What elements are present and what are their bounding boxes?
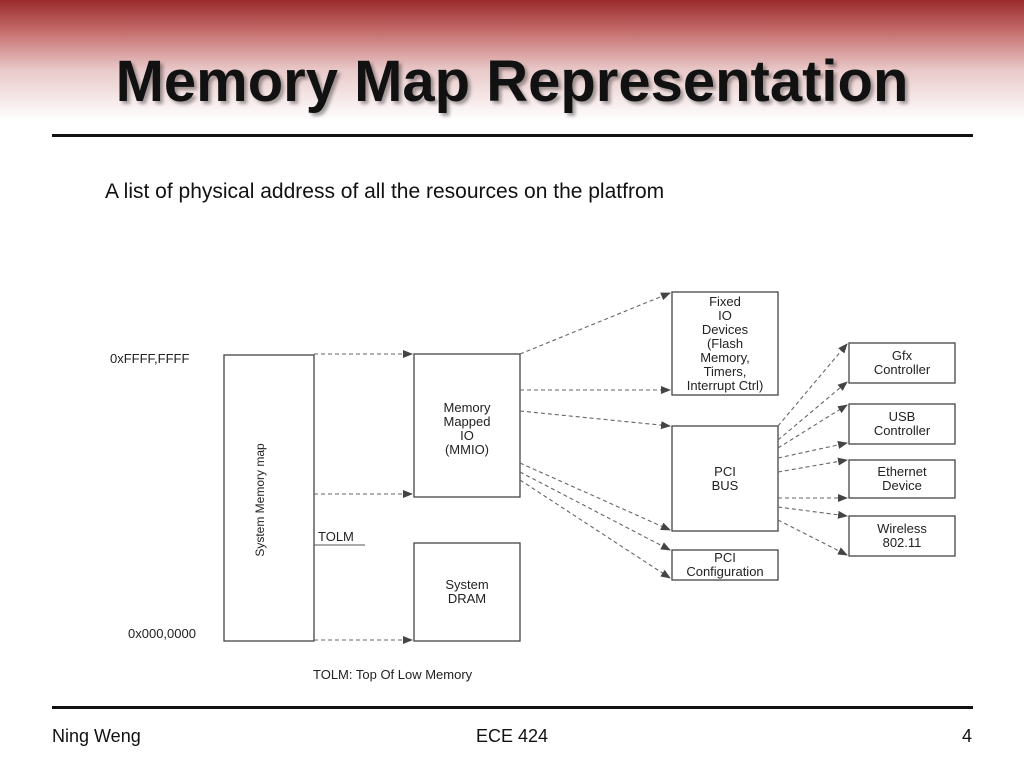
fixed-io-label-7: Interrupt Ctrl): [687, 378, 764, 393]
ethernet-label-1: Ethernet: [877, 464, 927, 479]
header-gradient: [0, 0, 1024, 135]
fixed-io-box: [671, 291, 779, 396]
title-divider: [52, 134, 973, 137]
ethernet-label-2: Device: [882, 478, 922, 493]
arrows-from-mmio: [519, 292, 671, 579]
fixed-io-label-6: Timers,: [704, 364, 747, 379]
fixed-io-label-4: (Flash: [707, 336, 743, 351]
mmio-label-1: Memory: [444, 400, 491, 415]
address-top-label: 0xFFFF,FFFF: [110, 351, 189, 366]
wireless-label-2: 802.11: [883, 535, 922, 550]
fixed-io-label-5: Memory,: [700, 350, 750, 365]
footer-divider: [52, 706, 973, 709]
tolm-note: TOLM: Top Of Low Memory: [313, 667, 473, 682]
usb-label-1: USB: [889, 409, 916, 424]
pci-config-box: [671, 549, 779, 581]
wireless-box: [848, 515, 956, 557]
footer-author: Ning Weng: [52, 726, 141, 746]
mmio-box: [413, 353, 521, 498]
dram-box: [413, 542, 521, 642]
fixed-io-label-1: Fixed: [709, 294, 741, 309]
arrows-to-mmio-dram: [314, 350, 413, 644]
usb-controller-box: [848, 403, 956, 445]
dram-label-1: System: [445, 577, 488, 592]
pci-bus-box: [671, 425, 779, 532]
gfx-label-2: Controller: [874, 362, 931, 377]
system-memory-map-label: System Memory map: [253, 443, 267, 557]
mmio-label-2: Mapped: [444, 414, 491, 429]
fixed-io-label-3: Devices: [702, 322, 749, 337]
pci-bus-label-1: PCI: [714, 464, 736, 479]
ethernet-device-box: [848, 459, 956, 499]
tolm-label: TOLM: [318, 529, 354, 544]
slide-subtitle: A list of physical address of all the re…: [105, 180, 665, 203]
dram-label-2: DRAM: [448, 591, 486, 606]
slide-title: Memory Map Representation: [115, 49, 909, 114]
pci-config-label-1: PCI: [714, 550, 736, 565]
footer-course: ECE 424: [475, 726, 549, 746]
wireless-label-1: Wireless: [877, 521, 927, 536]
arrows-from-pci-bus: [777, 343, 848, 556]
address-bottom-label: 0x000,0000: [128, 626, 196, 641]
footer-page-number: 4: [961, 726, 972, 746]
pci-config-label-2: Configuration: [686, 564, 763, 579]
gfx-controller-box: [848, 342, 956, 384]
mmio-label-3: IO: [460, 428, 474, 443]
system-memory-map-box: [223, 354, 315, 642]
usb-label-2: Controller: [874, 423, 931, 438]
pci-bus-label-2: BUS: [712, 478, 739, 493]
fixed-io-label-2: IO: [718, 308, 732, 323]
gfx-label-1: Gfx: [892, 348, 913, 363]
mmio-label-4: (MMIO): [445, 442, 489, 457]
